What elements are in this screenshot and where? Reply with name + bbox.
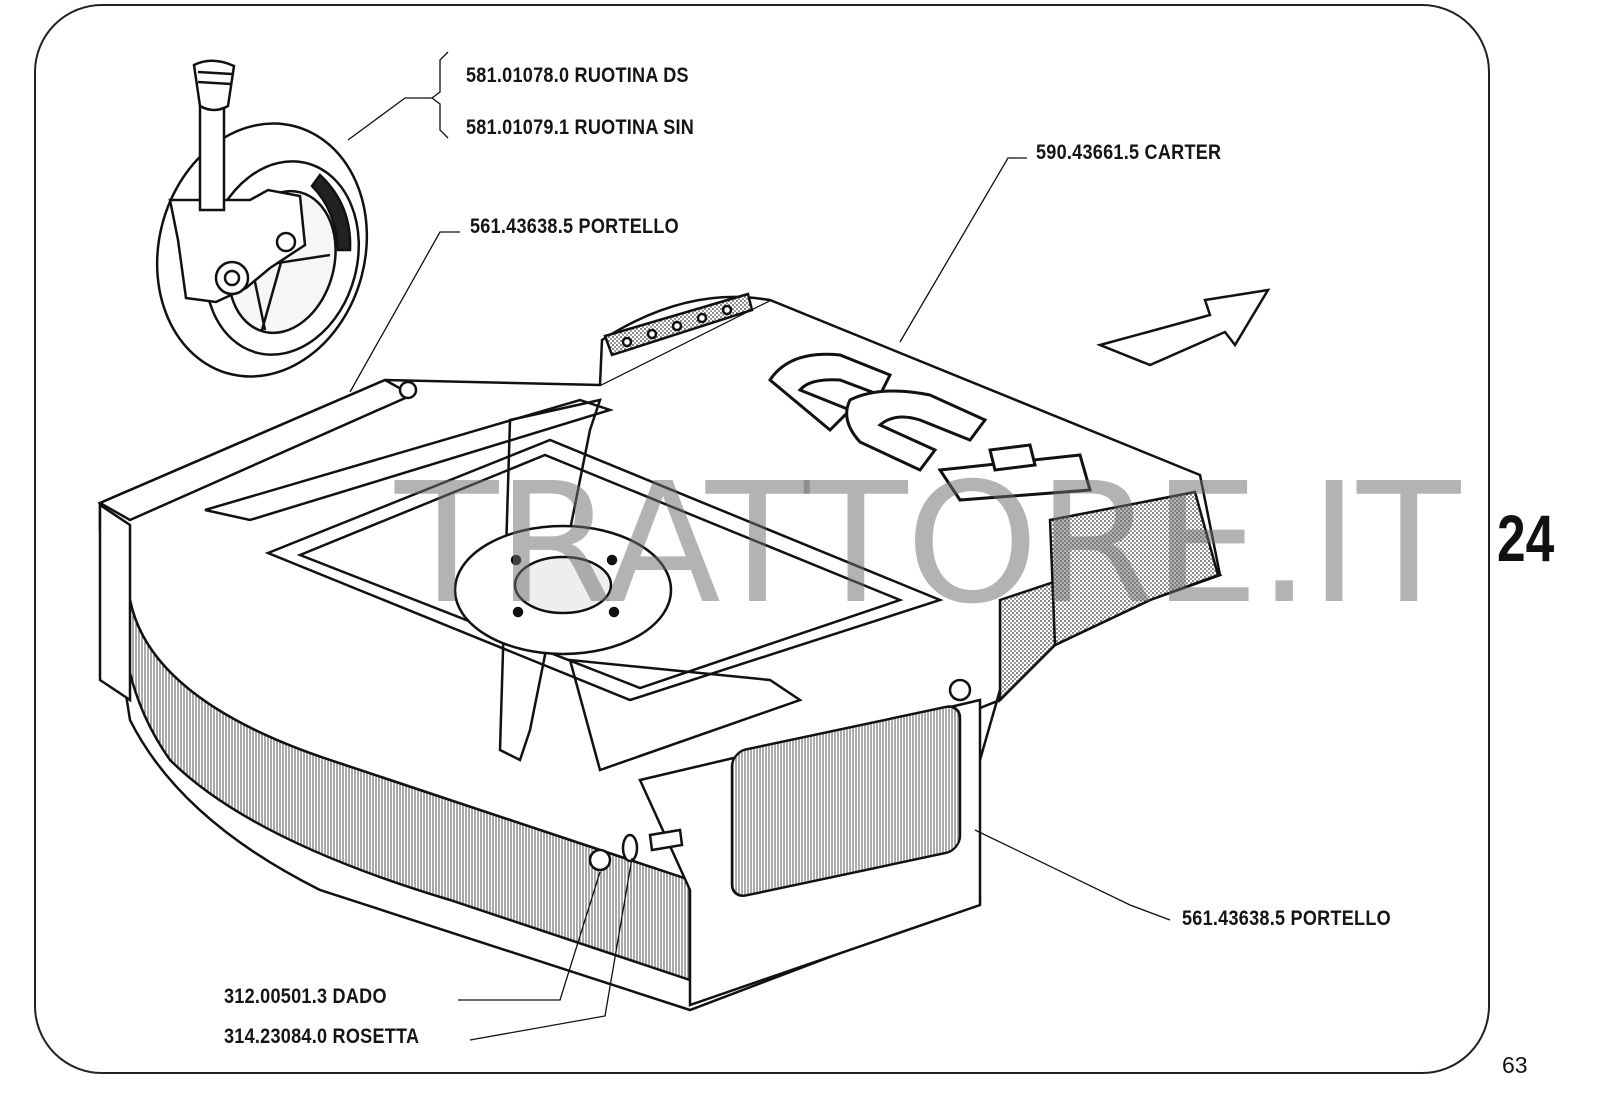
callout-washer: 314.23084.0 ROSETTA (224, 1025, 420, 1048)
direction-arrow (1096, 288, 1271, 367)
watermark: TRATTORE.IT (395, 448, 1460, 641)
callout-door-bottom: 561.43638.5 PORTELLO (1182, 907, 1391, 930)
deck-body (97, 292, 1223, 1012)
bcs-lettering (768, 352, 1092, 502)
wheel-assembly (155, 59, 369, 378)
callout-carter: 590.43661.5 CARTER (1036, 141, 1222, 164)
leader-lines (347, 51, 1171, 1041)
callout-wheel-right: 581.01078.0 RUOTINA DS (466, 64, 689, 87)
callout-nut: 312.00501.3 DADO (224, 985, 387, 1008)
callout-wheel-left: 581.01079.1 RUOTINA SIN (466, 116, 695, 139)
callout-door-top: 561.43638.5 PORTELLO (470, 215, 679, 238)
section-number: 24 (1497, 501, 1555, 575)
fasteners (398, 380, 972, 872)
page-border (34, 4, 1490, 1074)
page-number: 63 (1502, 1052, 1528, 1078)
